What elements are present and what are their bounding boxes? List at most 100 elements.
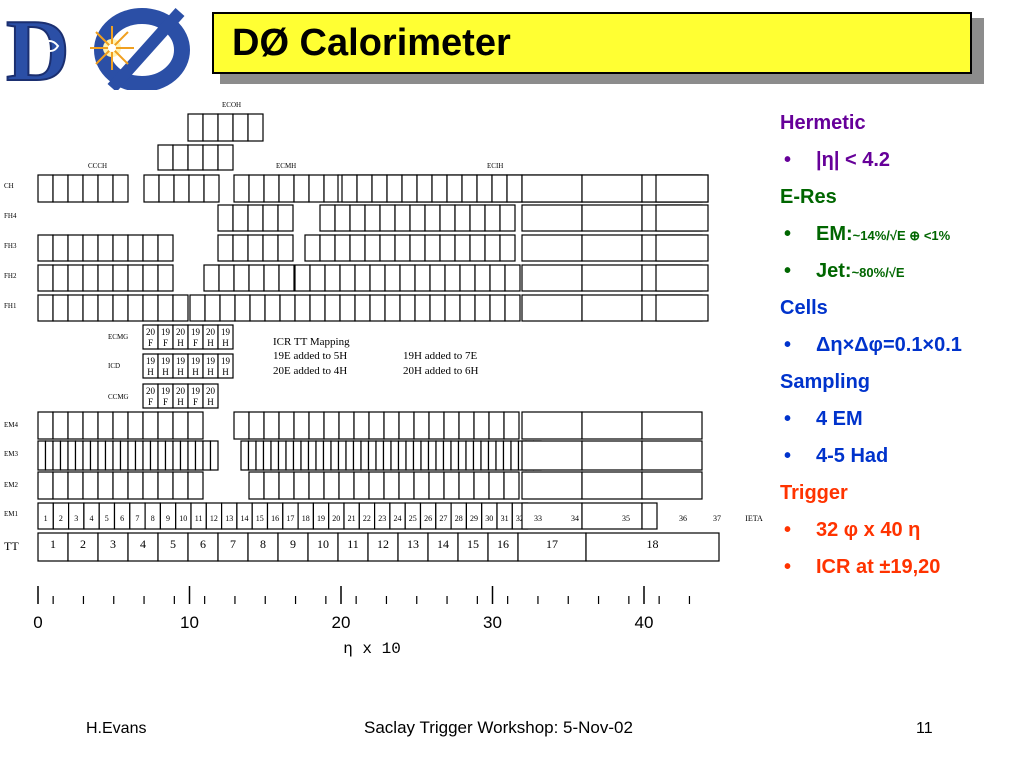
fh4-cell	[469, 204, 486, 232]
bullet-text: 4-5 Had	[816, 445, 889, 467]
bullet-text: Δη×Δφ=0.1×0.1	[816, 334, 962, 356]
em2-cell	[82, 471, 99, 500]
ecmg-cell-num: 20	[206, 327, 216, 337]
em3-cell	[435, 440, 445, 471]
em1-cell	[641, 502, 658, 530]
ch-cell	[491, 174, 508, 203]
em3-cell	[427, 440, 437, 471]
layer-label: EM2	[4, 481, 19, 489]
fh3-cell	[232, 234, 249, 262]
ecoh-cell	[202, 144, 219, 171]
em1-number: 3	[74, 514, 78, 523]
em4-cell	[338, 411, 355, 440]
em3-cell	[390, 440, 400, 471]
em3-cell	[112, 440, 122, 471]
em3-cell	[262, 440, 272, 471]
bullet-subtext: ~80%/√E	[851, 265, 905, 280]
fh2-cell	[369, 264, 386, 292]
em2-cell	[473, 471, 490, 500]
em4-cell	[458, 411, 475, 440]
fh1-cell	[97, 294, 114, 322]
em1-number: 36	[679, 514, 687, 523]
em1-cell	[521, 502, 583, 530]
tt-cell	[127, 532, 159, 562]
fh2-cell	[474, 264, 491, 292]
ch-cell	[97, 174, 114, 203]
em1-number: 31	[501, 514, 509, 523]
bullet-text: EM:	[816, 223, 853, 245]
ch-cell	[581, 174, 643, 203]
em3-cell	[457, 440, 467, 471]
ccmg-cell-side: F	[148, 397, 153, 407]
em3-cell	[450, 440, 460, 471]
em2-cell	[581, 471, 643, 500]
bullet-item: •4-5 Had	[780, 441, 1020, 478]
bullet-text: Jet:	[816, 260, 852, 282]
page-number: 11	[916, 720, 933, 737]
em4-cell	[142, 411, 159, 440]
ccmg-cell-num: 19	[191, 386, 201, 396]
em1-number: 14	[241, 514, 249, 523]
tt-cell	[277, 532, 309, 562]
em3-cell	[367, 440, 377, 471]
tt-cell	[517, 532, 587, 562]
fh1-cell	[142, 294, 159, 322]
ccmg-cell-side: H	[177, 397, 184, 407]
icd-cell-side: H	[222, 367, 229, 377]
em3-cell	[495, 440, 505, 471]
em3-cell	[134, 440, 144, 471]
fh4-cell	[394, 204, 411, 232]
em1-number: 35	[622, 514, 630, 523]
tt-number: 11	[347, 537, 359, 551]
em3-cell	[172, 440, 182, 471]
em2-cell	[323, 471, 340, 500]
em3-cell	[44, 440, 54, 471]
em1-number: 29	[470, 514, 478, 523]
em2-cell	[368, 471, 385, 500]
fh3-cell	[484, 234, 501, 262]
fh1-cell	[67, 294, 84, 322]
ch-cell	[476, 174, 493, 203]
em1-number: 15	[256, 514, 264, 523]
fh3-cell	[262, 234, 279, 262]
em2-cell	[142, 471, 159, 500]
layer-label: FH1	[4, 302, 17, 310]
ch-cell	[416, 174, 433, 203]
icd-cell-num: 19	[206, 356, 216, 366]
ccmg-cell	[202, 383, 219, 409]
em4-cell	[248, 411, 265, 440]
fh4-cell	[499, 204, 516, 232]
tt-number: 14	[437, 537, 449, 551]
em3-cell	[59, 440, 69, 471]
fh3-cell	[67, 234, 84, 262]
em4-cell	[127, 411, 144, 440]
fh1-cell	[82, 294, 99, 322]
fh2-cell	[354, 264, 371, 292]
fh2-cell	[233, 264, 250, 292]
ccmg-cell-num: 20	[206, 386, 216, 396]
bullet-item: •|η| < 4.2	[780, 145, 1020, 182]
em2-cell	[263, 471, 280, 500]
icr-mapping-line: 19E added to 5H	[273, 350, 347, 362]
em4-cell	[641, 411, 703, 440]
fh3-cell	[469, 234, 486, 262]
d0-logo: D	[5, 6, 190, 90]
fh3-cell	[499, 234, 516, 262]
ch-cell	[401, 174, 418, 203]
slide-title: DØ Calorimeter	[232, 22, 511, 64]
fh2-cell	[581, 264, 643, 292]
ch-cell	[67, 174, 84, 203]
layer-label: FH2	[4, 272, 17, 280]
em2-cell	[383, 471, 400, 500]
fh1-cell	[219, 294, 236, 322]
fh1-cell	[339, 294, 356, 322]
em2-cell	[157, 471, 174, 500]
fh2-cell	[324, 264, 341, 292]
em4-cell	[157, 411, 174, 440]
ch-cell	[37, 174, 54, 203]
em4-cell	[473, 411, 490, 440]
bullet-item: •EM:~14%/√E ⊕ <1%	[780, 219, 1020, 256]
em3-cell	[300, 440, 310, 471]
em3-cell	[67, 440, 77, 471]
fh4-cell	[334, 204, 351, 232]
